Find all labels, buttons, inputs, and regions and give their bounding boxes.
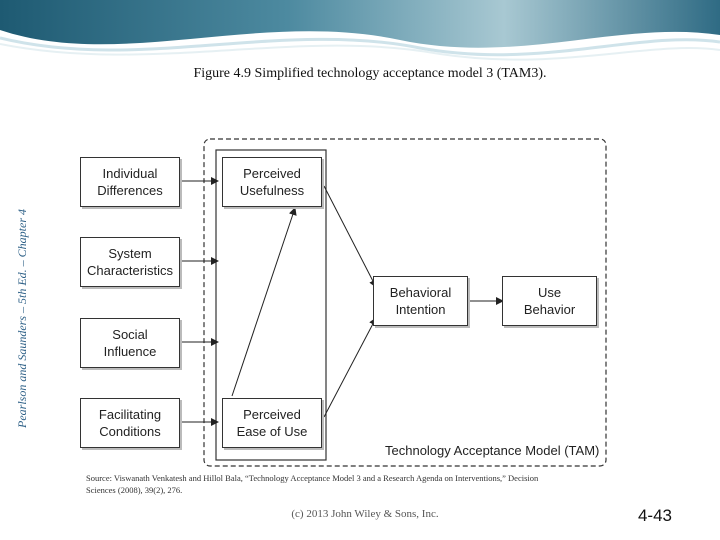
figure-title: Figure 4.9 Simplified technology accepta… bbox=[0, 66, 720, 82]
header-banner bbox=[0, 0, 720, 62]
source-citation: Source: Viswanath Venkatesh and Hillol B… bbox=[86, 472, 556, 496]
box-social-influence: Social Influence bbox=[80, 318, 180, 368]
copyright-footer: (c) 2013 John Wiley & Sons, Inc. bbox=[0, 508, 720, 520]
box-behavioral-intention: Behavioral Intention bbox=[373, 276, 468, 326]
tam-label: Technology Acceptance Model (TAM) bbox=[385, 443, 599, 458]
box-facilitating-conditions: Facilitating Conditions bbox=[80, 398, 180, 448]
tam3-diagram: Individual Differences System Characteri… bbox=[70, 130, 610, 475]
box-perceived-usefulness: Perceived Usefulness bbox=[222, 157, 322, 207]
arrow-easeofuse-to-intention bbox=[324, 318, 376, 417]
page-number: 4-43 bbox=[638, 506, 672, 526]
box-perceived-ease-of-use: Perceived Ease of Use bbox=[222, 398, 322, 448]
arrow-usefulness-to-intention bbox=[324, 186, 376, 287]
arrow-easeofuse-to-usefulness bbox=[232, 208, 295, 396]
box-system-characteristics: System Characteristics bbox=[80, 237, 180, 287]
box-use-behavior: Use Behavior bbox=[502, 276, 597, 326]
side-chapter-text: Pearlson and Saunders – 5th Ed. – Chapte… bbox=[14, 138, 30, 428]
box-individual-differences: Individual Differences bbox=[80, 157, 180, 207]
